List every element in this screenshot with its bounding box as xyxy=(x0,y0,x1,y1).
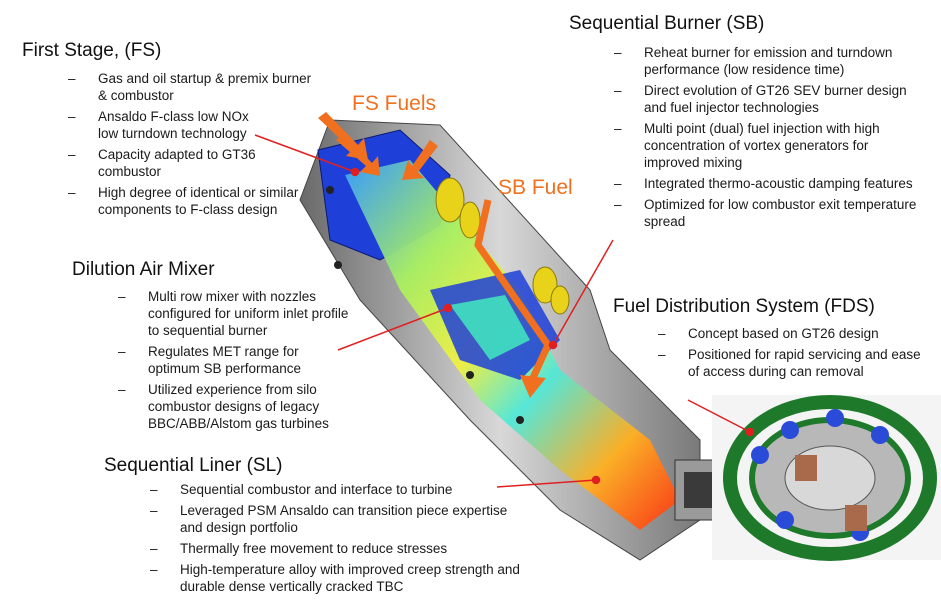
list-item: High degree of identical or similar comp… xyxy=(68,184,318,218)
list-item: High-temperature alloy with improved cre… xyxy=(150,561,530,595)
first-stage-list: Gas and oil startup & premix burner & co… xyxy=(68,70,318,222)
sb-fuel-label: SB Fuel xyxy=(498,176,573,199)
list-item: Gas and oil startup & premix burner & co… xyxy=(68,70,318,104)
list-item: Utilized experience from silo combustor … xyxy=(118,381,358,432)
list-item: Concept based on GT26 design xyxy=(658,325,928,342)
list-item: Multi point (dual) fuel injection with h… xyxy=(614,120,924,171)
fs-fuel-arrows xyxy=(318,112,438,180)
list-item: Leveraged PSM Ansaldo can transition pie… xyxy=(150,502,510,536)
fds-ring xyxy=(712,395,941,561)
sequential-liner-title: Sequential Liner (SL) xyxy=(104,455,283,476)
list-item: Thermally free movement to reduce stress… xyxy=(150,540,530,557)
list-item: Direct evolution of GT26 SEV burner desi… xyxy=(614,82,924,116)
sequential-burner-title: Sequential Burner (SB) xyxy=(569,13,765,34)
sequential-liner-list: Sequential combustor and interface to tu… xyxy=(150,481,530,599)
list-item: Optimized for low combustor exit tempera… xyxy=(614,196,924,230)
fs-fuels-label: FS Fuels xyxy=(352,92,437,115)
dilution-air-mixer-list: Multi row mixer with nozzles configured … xyxy=(118,288,358,436)
sb-fuel-arrow xyxy=(474,199,553,398)
fds-list: Concept based on GT26 design Positioned … xyxy=(658,325,928,384)
list-item: Integrated thermo-acoustic damping featu… xyxy=(614,175,924,192)
list-item: Multi row mixer with nozzles configured … xyxy=(118,288,358,339)
sequential-burner-list: Reheat burner for emission and turndown … xyxy=(614,44,924,234)
list-item: Sequential combustor and interface to tu… xyxy=(150,481,530,498)
list-item: Capacity adapted to GT36 combustor xyxy=(68,146,318,180)
first-stage-title: First Stage, (FS) xyxy=(22,40,162,61)
list-item: Ansaldo F-class low NOx low turndown tec… xyxy=(68,108,268,142)
fds-title: Fuel Distribution System (FDS) xyxy=(613,296,875,317)
list-item: Regulates MET range for optimum SB perfo… xyxy=(118,343,338,377)
list-item: Positioned for rapid servicing and ease … xyxy=(658,346,928,380)
dilution-air-mixer-title: Dilution Air Mixer xyxy=(72,259,215,280)
list-item: Reheat burner for emission and turndown … xyxy=(614,44,924,78)
